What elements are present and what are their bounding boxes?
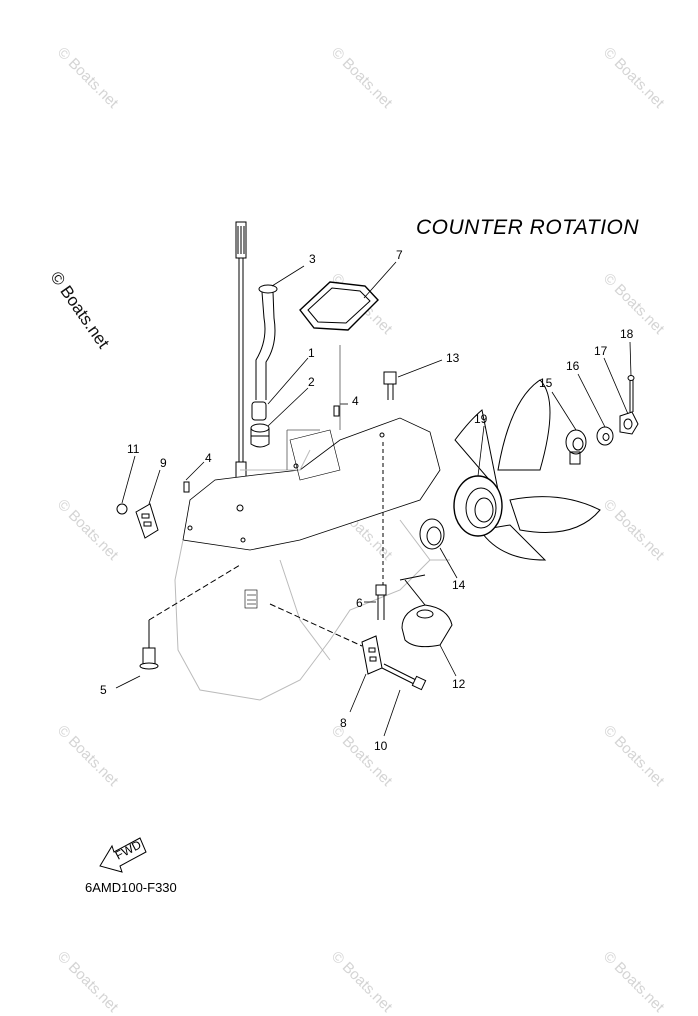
anode	[135, 503, 159, 539]
bolt	[375, 584, 387, 620]
callout-number: 11	[127, 442, 140, 456]
callout-number: 6	[356, 596, 363, 610]
dowel-pin	[183, 481, 190, 493]
callout-number: 1	[308, 346, 315, 360]
callout-number: 10	[374, 739, 388, 753]
thrust-washer	[419, 518, 445, 550]
lower-case	[174, 417, 450, 701]
bolt	[139, 647, 159, 670]
dowel-pin	[333, 405, 340, 417]
trim-tab	[401, 604, 453, 648]
callout-number: 2	[308, 375, 315, 389]
fwd-arrow-icon	[99, 837, 147, 873]
drive-shaft	[235, 221, 247, 485]
callout-number: 4	[205, 451, 212, 465]
callout-number: 7	[396, 248, 403, 262]
anode	[361, 635, 383, 675]
callout-number: 5	[100, 683, 107, 697]
propeller	[453, 379, 601, 561]
callout-number: 13	[446, 351, 460, 365]
callout-number: 3	[309, 252, 316, 266]
callout-number: 12	[452, 677, 466, 691]
callout-number: 19	[474, 412, 488, 426]
spacer	[565, 429, 587, 465]
callout-number: 17	[594, 344, 608, 358]
bolt	[381, 663, 427, 691]
diagram-code: 6AMD100-F330	[85, 880, 177, 895]
callout-number: 15	[539, 376, 553, 390]
callout-number: 4	[352, 394, 359, 408]
diagram-title: COUNTER ROTATION	[416, 216, 640, 239]
propeller-nut	[619, 411, 639, 435]
grommet	[251, 401, 267, 421]
gasket	[299, 281, 379, 331]
seal	[250, 423, 270, 448]
callout-number: 8	[340, 716, 347, 730]
nut	[116, 503, 128, 515]
cotter-pin	[627, 375, 635, 412]
bolt	[383, 371, 397, 400]
water-tube	[255, 284, 278, 400]
washer	[596, 426, 614, 446]
callout-number: 16	[566, 359, 580, 373]
exploded-parts-diagram: FWD 1	[99, 221, 639, 873]
callout-number: 18	[620, 327, 634, 341]
callout-number: 14	[452, 578, 466, 592]
callout-number: 9	[160, 456, 167, 470]
